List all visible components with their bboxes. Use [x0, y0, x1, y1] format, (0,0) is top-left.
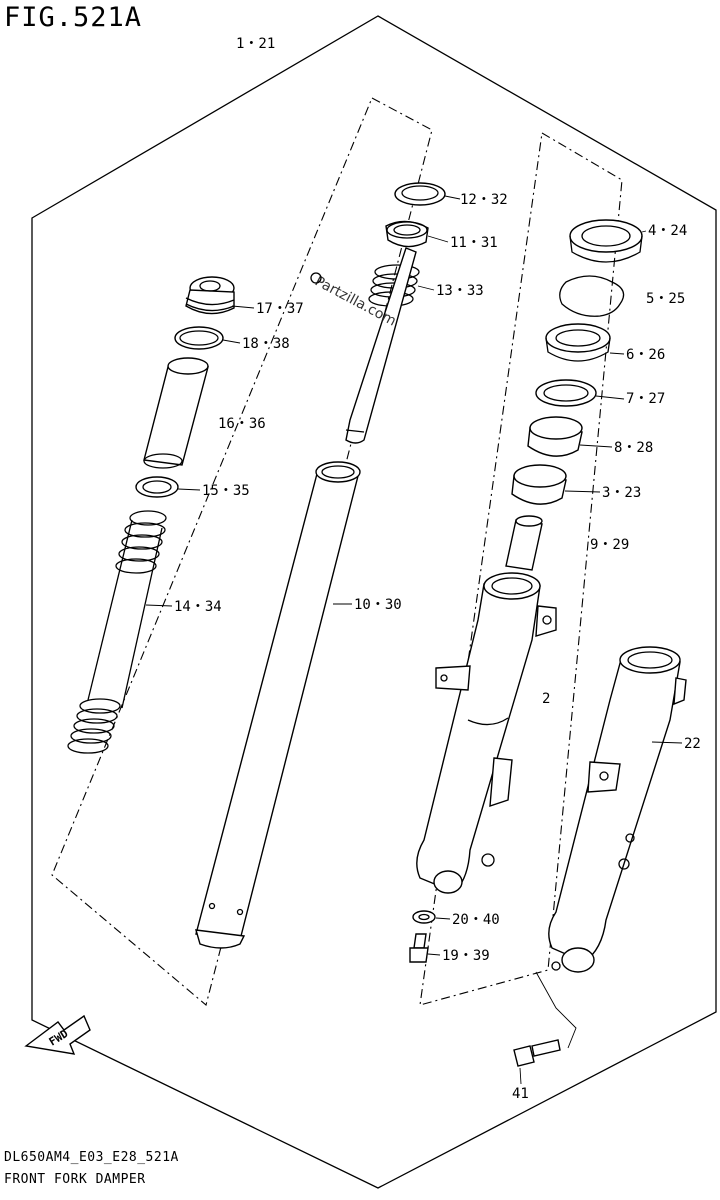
part-7-washer [535, 379, 597, 407]
part-19-damper-bolt [409, 933, 429, 963]
part-10-inner-tube [195, 461, 361, 949]
figure-code: DL650AM4_E03_E28_521A [4, 1150, 179, 1165]
callout-22: 22 [684, 736, 701, 752]
callout-7: 7・27 [626, 391, 665, 407]
part-5-stopper-ring [559, 275, 625, 317]
part-damper-rod [345, 247, 417, 444]
watermark-text: Partzilla.com [312, 273, 399, 329]
callout-10: 10・30 [354, 597, 402, 613]
callout-16: 16・36 [218, 416, 266, 432]
figure-title: FIG.521A [4, 2, 143, 33]
part-15-washer [135, 476, 179, 498]
callout-8: 8・28 [614, 440, 653, 456]
part-20-gasket [412, 910, 436, 924]
callout-1: 1・21 [236, 36, 275, 52]
part-14-fork-spring [67, 510, 167, 754]
part-22-outer-tube [548, 646, 687, 973]
part-17-cap-bolt [185, 276, 235, 315]
callout-41: 41 [512, 1086, 529, 1102]
callout-17: 17・37 [256, 301, 304, 317]
part-6-oil-seal [545, 323, 611, 362]
part-11-bushing [385, 220, 429, 248]
figure-name: FRONT FORK DAMPER [4, 1172, 146, 1187]
part-4-dust-seal [569, 219, 643, 263]
inner-tube-group-outline [51, 97, 433, 1006]
callout-5: 5・25 [646, 291, 685, 307]
callout-13: 13・33 [436, 283, 484, 299]
callout-6: 6・26 [626, 347, 665, 363]
part-18-o-ring [174, 326, 224, 350]
callout-20: 20・40 [452, 912, 500, 928]
callout-15: 15・35 [202, 483, 250, 499]
fwd-arrow-icon: FWD [24, 1014, 91, 1055]
part-16-spacer [143, 357, 209, 469]
assembly-boundary [31, 15, 717, 1189]
callout-9: 9・29 [590, 537, 629, 553]
part-9-oil-lock-piece [505, 515, 543, 571]
part-8-slide-bushing [527, 416, 583, 457]
callout-12: 12・32 [460, 192, 508, 208]
part-2-outer-tube [416, 572, 557, 894]
callout-18: 18・38 [242, 336, 290, 352]
leader-41-mount [535, 971, 577, 1049]
part-41-pinch-bolt [513, 1039, 561, 1067]
callout-19: 19・39 [442, 948, 490, 964]
callout-3: 3・23 [602, 485, 641, 501]
callout-11: 11・31 [450, 235, 498, 251]
callout-4: 4・24 [648, 223, 687, 239]
callout-14: 14・34 [174, 599, 222, 615]
watermark-logo-icon [310, 272, 322, 284]
callout-2: 2 [542, 691, 550, 707]
part-3-guide-bushing [511, 464, 567, 505]
